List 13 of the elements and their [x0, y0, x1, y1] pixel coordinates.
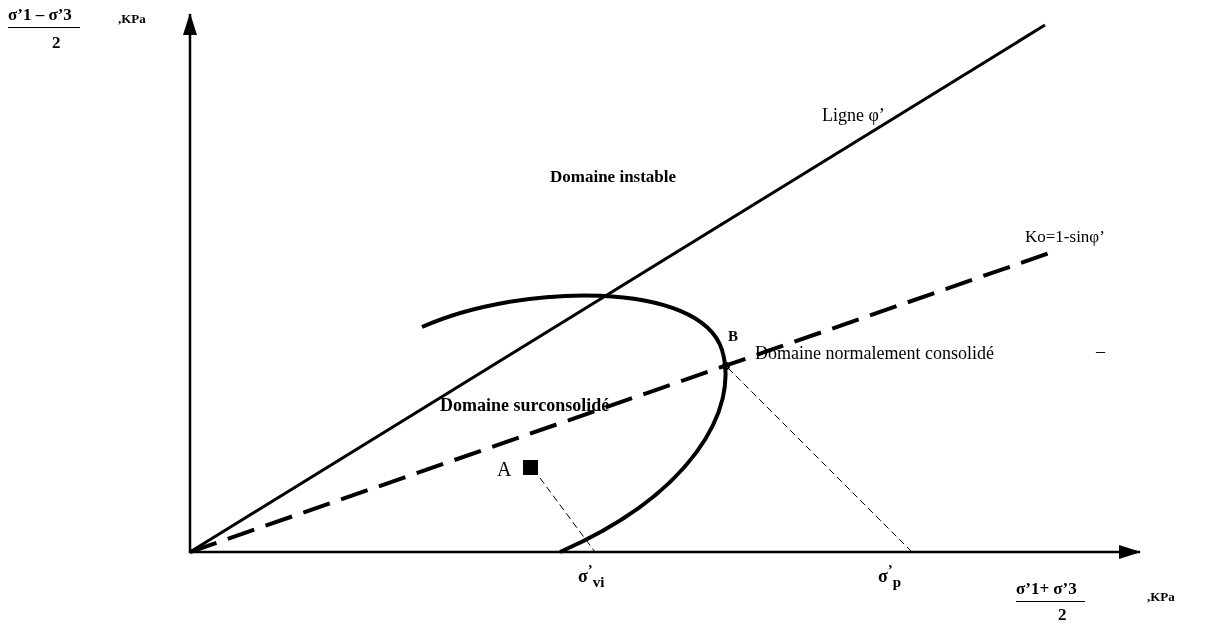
axis-label: ,KPa	[118, 12, 146, 27]
axis-label: σ’1+ σ’3	[1016, 580, 1085, 602]
line-label: Ko=1-sinφ’	[1025, 228, 1105, 247]
point-label: A	[497, 458, 512, 480]
axis-label: σ’1 – σ’3	[8, 6, 80, 28]
line-label: Ligne φ’	[822, 106, 885, 126]
axis-label: 2	[52, 34, 61, 53]
region-label: Domaine surconsolidé	[440, 396, 610, 416]
region-label: Domaine instable	[550, 168, 677, 187]
axis-label: 2	[1058, 606, 1067, 625]
tick-mark: –	[1096, 342, 1105, 362]
point-label: B	[728, 328, 738, 345]
axis-label: ,KPa	[1147, 590, 1175, 605]
